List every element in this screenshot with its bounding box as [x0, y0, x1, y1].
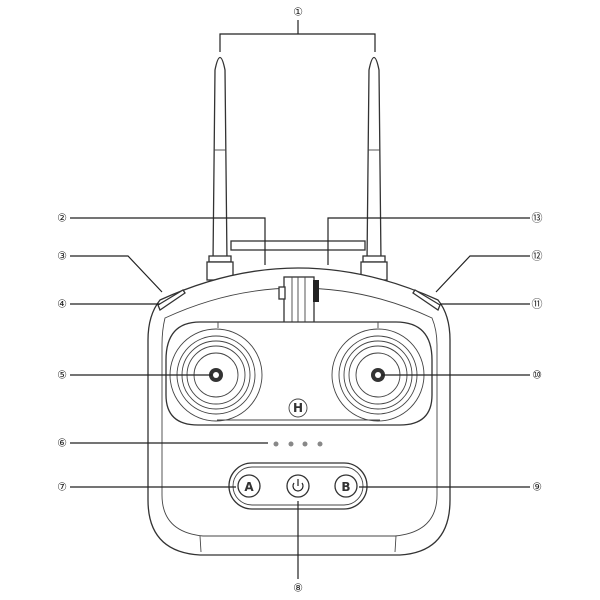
home-label: H	[293, 401, 303, 415]
battery-leds	[273, 441, 323, 447]
callout-8: ⑧	[293, 582, 303, 595]
power-button[interactable]	[286, 474, 310, 498]
callout-5: ⑤	[57, 369, 67, 382]
callout-4: ④	[57, 298, 67, 311]
right-shoulder-dial[interactable]	[412, 289, 441, 311]
callout-2: ②	[57, 212, 67, 225]
antenna-crossbar	[230, 240, 366, 251]
b-button[interactable]: B	[334, 474, 358, 498]
a-button-label: A	[244, 480, 254, 494]
leader-lines	[70, 20, 530, 579]
power-icon	[292, 479, 304, 492]
callout-11: ⑪	[532, 298, 543, 311]
callout-13: ⑬	[532, 212, 543, 225]
left-shoulder-dial[interactable]	[157, 289, 186, 311]
callout-labels: ① ② ③ ④ ⑤ ⑥ ⑦ ⑧ ⑨ ⑩ ⑪ ⑫ ⑬	[57, 6, 542, 595]
callout-6: ⑥	[57, 437, 67, 450]
callout-9: ⑨	[532, 481, 542, 494]
callout-7: ⑦	[57, 481, 67, 494]
home-button[interactable]: H	[288, 398, 308, 418]
callout-12: ⑫	[532, 250, 543, 263]
antenna-right	[360, 56, 388, 281]
b-button-label: B	[341, 480, 350, 494]
callout-1: ①	[293, 6, 303, 19]
a-button[interactable]: A	[237, 474, 261, 498]
callout-10: ⑩	[532, 369, 542, 382]
antenna-left	[206, 56, 234, 281]
callout-3: ③	[57, 250, 67, 263]
